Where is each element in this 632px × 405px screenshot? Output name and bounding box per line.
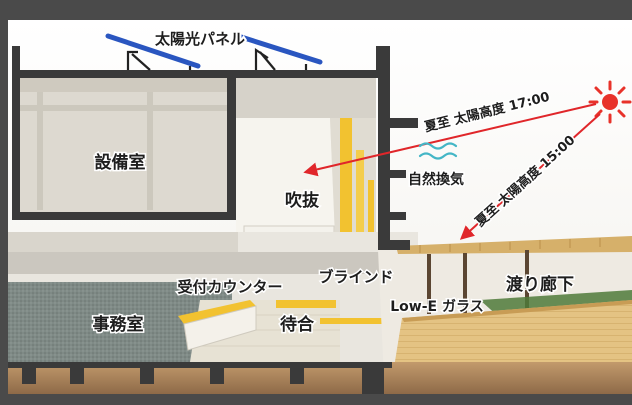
equipment-room-interior (20, 78, 227, 212)
sun-icon (588, 80, 632, 124)
label-natural-ventilation: 自然換気 (408, 171, 464, 188)
label-reception-counter: 受付カウンター (177, 278, 282, 296)
office-floor (8, 282, 232, 362)
solar-panels (105, 33, 323, 69)
section-image (8, 20, 632, 394)
reception-counter-shape (178, 300, 257, 351)
label-corridor: 渡り廊下 (506, 274, 574, 295)
ventilation-wave-icon (418, 142, 458, 160)
label-waiting-area: 待合 (280, 314, 315, 335)
label-equipment-room: 設備室 (95, 152, 146, 173)
label-low-e-glass: Low-E ガラス (390, 299, 483, 315)
label-atrium: 吹抜 (285, 190, 320, 211)
corridor-roof (396, 236, 632, 254)
label-office: 事務室 (93, 314, 144, 335)
sun-ray-1700 (303, 103, 597, 177)
section-cut (8, 46, 418, 394)
label-solar-panel: 太陽光パネル (155, 30, 245, 48)
solar-panel-stands (126, 47, 308, 71)
sun-ray-1500 (459, 113, 601, 240)
wood-deck (392, 300, 632, 380)
label-blind: ブラインド (318, 268, 393, 286)
